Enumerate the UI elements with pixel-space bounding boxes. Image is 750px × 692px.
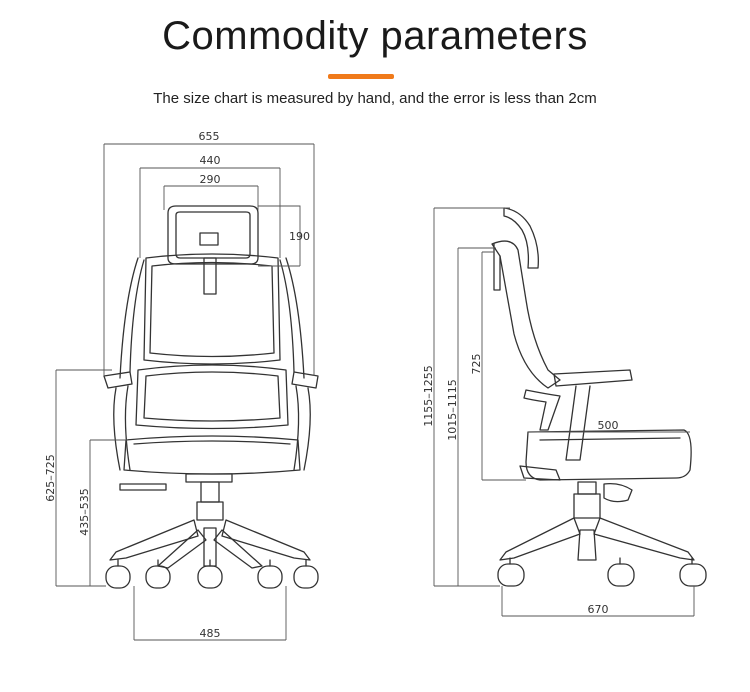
page-subtitle: The size chart is measured by hand, and … <box>153 90 597 107</box>
dim-overall-height: 1155–1255 <box>422 365 435 427</box>
title-accent-bar <box>328 74 394 79</box>
dim-back-width: 440 <box>200 154 221 167</box>
front-view-chair <box>103 205 319 589</box>
dim-seat-height: 435–535 <box>78 488 91 536</box>
side-view-chair <box>491 207 707 587</box>
page-title: Commodity parameters <box>162 14 588 58</box>
dim-backrest-height: 725 <box>470 354 483 375</box>
dim-headrest-height: 190 <box>289 230 310 243</box>
dim-headrest-width: 290 <box>200 173 221 186</box>
dim-overall-width: 655 <box>199 130 220 143</box>
dim-back-top-height: 1015–1115 <box>446 379 459 441</box>
dim-seat-depth: 500 <box>598 419 619 432</box>
dim-base-width: 485 <box>200 627 221 640</box>
dim-armrest-height: 625–725 <box>44 454 57 502</box>
dim-base-depth: 670 <box>588 603 609 616</box>
